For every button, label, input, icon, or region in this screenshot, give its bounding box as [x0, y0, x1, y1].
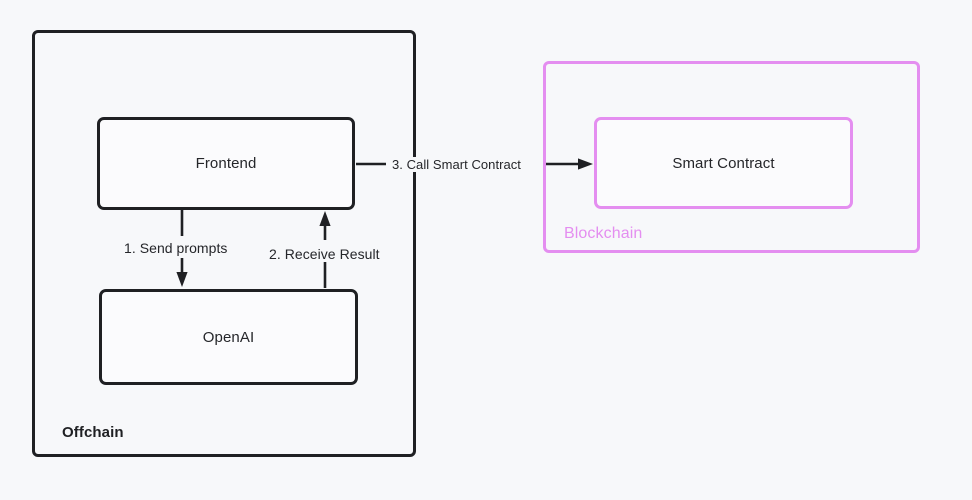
node-label-openai: OpenAI — [202, 328, 255, 346]
edge-label-call-smart-contract: 3. Call Smart Contract — [389, 157, 524, 172]
group-label-offchain: Offchain — [62, 424, 124, 441]
edge-label-send-prompts: 1. Send prompts — [121, 240, 231, 256]
edge-label-receive-result: 2. Receive Result — [266, 246, 383, 262]
node-smart-contract[interactable]: Smart Contract — [594, 117, 853, 209]
group-box-blockchain[interactable] — [543, 61, 920, 253]
group-label-blockchain: Blockchain — [564, 225, 643, 242]
node-frontend[interactable]: Frontend — [97, 117, 355, 210]
node-label-smart-contract: Smart Contract — [672, 154, 775, 172]
group-box-offchain[interactable] — [32, 30, 416, 457]
node-label-frontend: Frontend — [195, 155, 257, 172]
node-openai[interactable]: OpenAI — [99, 289, 358, 385]
